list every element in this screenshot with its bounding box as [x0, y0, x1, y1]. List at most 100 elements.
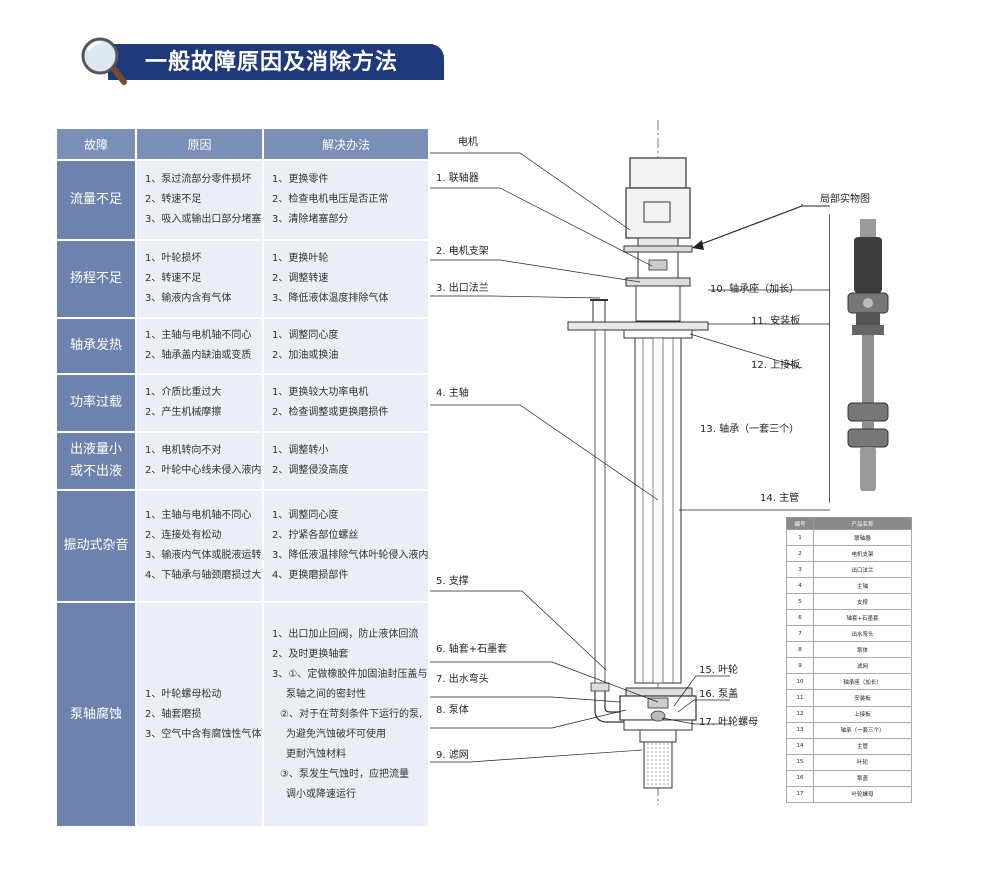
cause-cell: 1、主轴与电机轴不同心 2、轴承盖内缺油或变质 — [135, 317, 264, 375]
part-number: 7 — [786, 625, 814, 643]
solution-item: ②、对于在苛刻条件下运行的泵, — [280, 708, 423, 720]
solution-item: 2、调整侵没高度 — [272, 465, 349, 476]
part-number: 16 — [786, 769, 814, 787]
solution-item: 3、清除堵塞部分 — [272, 214, 349, 225]
label-coupling: 1. 联轴器 — [436, 173, 479, 184]
solution-item: 为避免汽蚀破坏可使用 — [286, 728, 386, 740]
solution-item: 1、调整转小 — [272, 445, 329, 456]
fault-name: 轴承发热 — [55, 317, 137, 375]
label-bearing-seat: 10. 轴承座（加长） — [710, 284, 800, 295]
fault-name: 扬程不足 — [55, 239, 137, 319]
solution-item: 1、更换叶轮 — [272, 253, 329, 264]
cause-item: 3、输液内含有气体 — [145, 293, 232, 304]
part-number: 1 — [786, 528, 814, 547]
part-name: 出水弯头 — [813, 625, 912, 643]
label-main-pipe: 14. 主管 — [760, 493, 800, 504]
fault-name-line: 扬程不足 — [69, 271, 122, 286]
shaft-photo — [847, 219, 889, 491]
label-impeller: 15. 叶轮 — [699, 665, 739, 676]
part-name: 主管 — [813, 737, 912, 755]
cause-item: 1、主轴与电机轴不同心 — [145, 330, 252, 341]
part-name: 电机支架 — [813, 545, 912, 563]
fault-name: 流量不足 — [55, 159, 137, 241]
cause-item: 2、轴承盖内缺油或变质 — [145, 350, 252, 361]
solution-item: 1、出口加止回阀，防止液体回流 — [272, 628, 419, 640]
cause-item: 1、泵过流部分零件损坏 — [145, 174, 252, 185]
part-name: 泵体 — [813, 641, 912, 659]
cause-item: 1、电机转向不对 — [145, 445, 222, 456]
header-solution: 解决办法 — [262, 127, 430, 161]
fault-name: 泵轴腐蚀 — [55, 601, 137, 828]
cause-item: 1、叶轮损坏 — [145, 253, 202, 264]
fault-name: 出液量小或不出液 — [55, 431, 137, 491]
fault-name-line: 功率过载 — [69, 395, 122, 410]
solution-item: 2、加油或换油 — [272, 350, 339, 361]
solution-item: 1、更换零件 — [272, 174, 329, 185]
part-number: 2 — [786, 545, 814, 563]
label-outlet-flange: 3. 出口法兰 — [436, 283, 489, 294]
label-upper-plate: 12. 上接板 — [751, 360, 801, 371]
part-name: 叶轮螺母 — [813, 785, 912, 803]
parts-table-header: 编号 产品名称 — [786, 517, 912, 530]
fault-name: 振动式杂音 — [55, 489, 137, 603]
fault-name-line: 轴承发热 — [69, 338, 122, 353]
part-name: 联轴器 — [813, 528, 912, 547]
label-outlet-elbow: 7. 出水弯头 — [436, 674, 489, 685]
solution-item: 1、调整同心度 — [272, 330, 339, 341]
solution-item: 2、检查电机电压是否正常 — [272, 194, 389, 205]
part-number: 11 — [786, 689, 814, 707]
part-number: 3 — [786, 561, 814, 579]
solution-item: 2、拧紧各部位螺丝 — [272, 530, 359, 541]
cause-item: 3、输液内气体或脱液运转 — [145, 550, 262, 561]
cause-item: 3、空气中含有腐蚀性气体 — [145, 728, 262, 740]
solution-item: 2、调整转速 — [272, 273, 329, 284]
part-number: 15 — [786, 753, 814, 771]
cause-item: 2、转速不足 — [145, 273, 202, 284]
part-number: 10 — [786, 673, 814, 691]
fault-name-line: 出液量小 — [69, 442, 122, 457]
fault-name-line: 泵轴腐蚀 — [69, 706, 122, 722]
part-number: 5 — [786, 593, 814, 611]
part-name: 上接板 — [813, 705, 912, 723]
label-mounting-plate: 11. 安装板 — [751, 316, 801, 327]
solution-item: 泵轴之间的密封性 — [286, 688, 366, 700]
fault-name: 功率过载 — [55, 373, 137, 433]
solution-item: 2、及时更换轴套 — [272, 648, 349, 660]
cause-item: 4、下轴承与轴颈磨损过大 — [145, 570, 262, 581]
page-title: 一般故障原因及消除方法 — [145, 50, 399, 75]
solution-item: 1、调整同心度 — [272, 510, 339, 521]
fault-name-line: 或不出液 — [69, 464, 122, 479]
cause-cell: 1、叶轮损坏 2、转速不足 3、输液内含有气体 — [135, 239, 264, 319]
part-number: 9 — [786, 657, 814, 675]
part-name: 叶轮 — [813, 753, 912, 771]
solution-cell: 1、调整转小 2、调整侵没高度 — [262, 431, 430, 491]
cause-item: 2、转速不足 — [145, 194, 202, 205]
cause-item: 1、主轴与电机轴不同心 — [145, 510, 252, 521]
part-name: 轴套+石墨套 — [813, 609, 912, 627]
part-name: 支撑 — [813, 593, 912, 611]
label-motor: 电机 — [458, 137, 478, 148]
